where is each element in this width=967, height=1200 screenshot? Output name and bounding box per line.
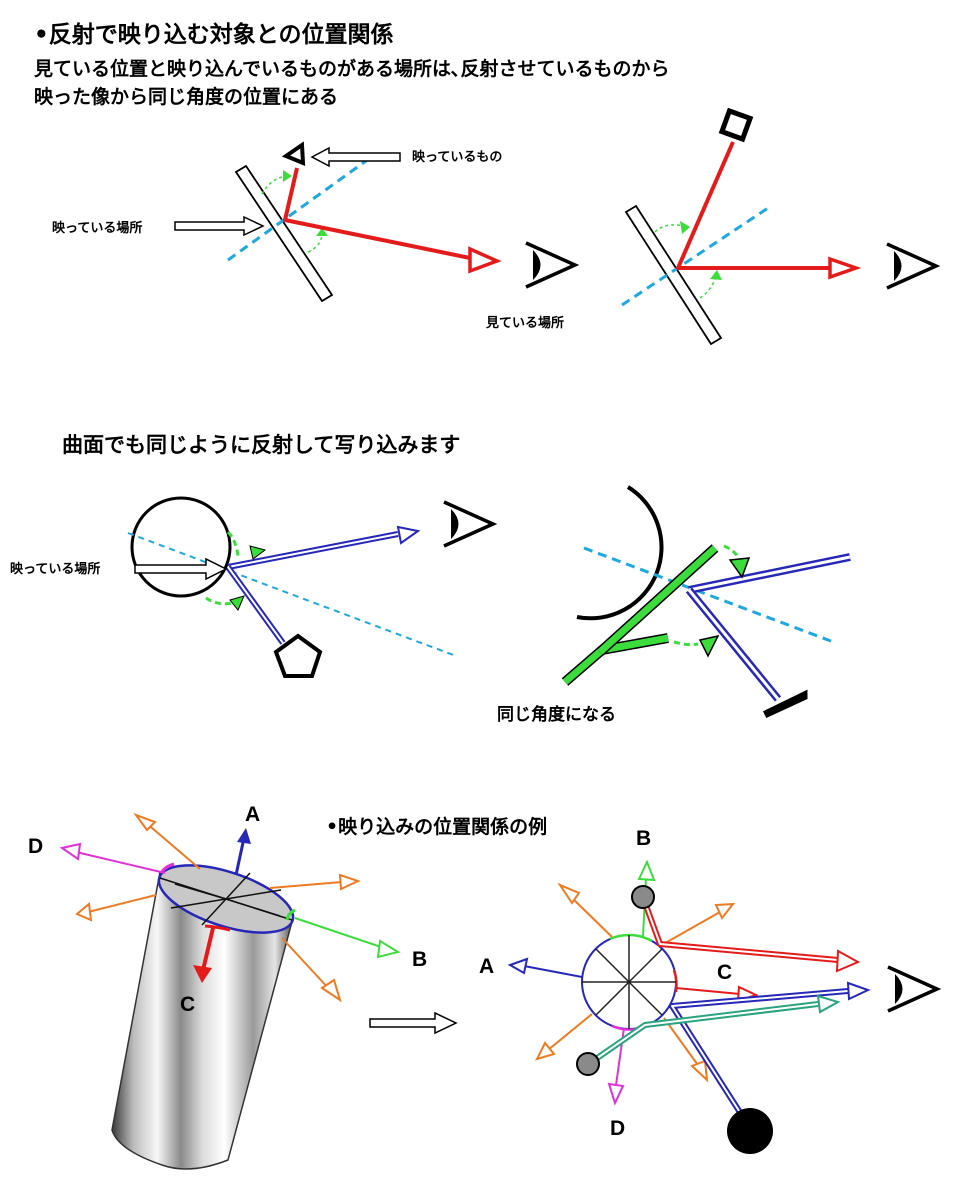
normal-line bbox=[127, 532, 457, 657]
arrow-a bbox=[237, 828, 251, 844]
label-d-top: D bbox=[610, 1117, 625, 1140]
label-b-cylinder: B bbox=[412, 948, 427, 971]
arrow-d-top bbox=[607, 1082, 625, 1106]
section3-title: •映り込みの位置関係の例 bbox=[326, 815, 547, 838]
label-a-cylinder: A bbox=[245, 803, 260, 826]
flat-mirror-figure-left: 映っているもの 映っている場所 見ている場所 bbox=[52, 141, 580, 331]
angle-marker bbox=[680, 221, 690, 234]
angle-arc-incident bbox=[226, 530, 240, 557]
square-object bbox=[718, 107, 754, 143]
angle-arc-reflected bbox=[673, 640, 699, 647]
orange-arrows bbox=[75, 812, 361, 1003]
page-title: •反射で映り込む対象との位置関係 bbox=[34, 21, 393, 48]
top-view-spokes bbox=[582, 935, 676, 1029]
double-arrow bbox=[310, 146, 401, 168]
angle-marker bbox=[316, 228, 328, 236]
label-b-top: B bbox=[636, 827, 651, 850]
pentagon-object bbox=[273, 633, 323, 678]
object-large bbox=[727, 1108, 773, 1154]
concave-mirror bbox=[576, 485, 664, 621]
eye-icon bbox=[887, 965, 942, 1013]
angle-arc-reflected bbox=[205, 596, 233, 606]
triangle-object bbox=[281, 141, 306, 167]
same-angle-indicator bbox=[597, 545, 718, 655]
label-c-cylinder: C bbox=[180, 993, 195, 1016]
eye-icon bbox=[525, 241, 580, 289]
eraser-object bbox=[762, 689, 808, 718]
arrow-c bbox=[193, 965, 212, 983]
concave-mirror-figure: 同じ角度になる bbox=[497, 485, 851, 725]
reflection-ray bbox=[676, 141, 830, 270]
double-arrow bbox=[174, 215, 265, 237]
reflection-ray bbox=[283, 167, 471, 260]
double-arrow bbox=[369, 1011, 458, 1035]
angle-marker bbox=[249, 545, 267, 560]
cylinder-top-spokes bbox=[159, 872, 293, 926]
eye-icon bbox=[886, 242, 941, 290]
angle-marker bbox=[728, 557, 751, 579]
label-same-angle: 同じ角度になる bbox=[497, 704, 616, 725]
object-b bbox=[631, 885, 655, 909]
flat-mirror-figure-right bbox=[621, 107, 941, 346]
arrow-a-top bbox=[507, 957, 529, 975]
angle-arc-incident bbox=[654, 224, 685, 233]
angle-arc-reflected bbox=[307, 231, 323, 253]
label-c-top: C bbox=[717, 961, 732, 984]
angle-marker bbox=[229, 595, 245, 611]
angle-marker bbox=[283, 170, 292, 182]
flat-mirror bbox=[624, 204, 723, 346]
angle-marker bbox=[710, 270, 722, 280]
arrow-b-top bbox=[637, 859, 656, 882]
section2-title: 曲面でも同じように反射して写り込みます bbox=[62, 433, 460, 457]
top-view-figure: A B C D bbox=[479, 827, 942, 1154]
arrow-d bbox=[59, 842, 82, 861]
ray-arrowhead bbox=[828, 256, 862, 280]
ray-arrowhead bbox=[396, 525, 421, 545]
label-reflection-point: 映っている場所 bbox=[52, 220, 142, 236]
label-a-top: A bbox=[479, 955, 494, 978]
explanation-line-1: 見ている位置と映り込んでいるものがある場所は､反射させているものから bbox=[34, 57, 670, 80]
ray-arrowhead bbox=[468, 246, 502, 274]
label-reflected-object: 映っているもの bbox=[412, 149, 502, 165]
cylinder-figure: A B C D bbox=[28, 803, 427, 1170]
label-reflection-point-2: 映っている場所 bbox=[10, 561, 100, 577]
label-viewer: 見ている場所 bbox=[485, 315, 564, 331]
sphere bbox=[130, 496, 232, 598]
sphere-figure: 映っている場所 bbox=[10, 496, 498, 678]
orange-arrows-top bbox=[535, 882, 736, 1083]
object-d bbox=[576, 1052, 600, 1076]
label-d-cylinder: D bbox=[28, 835, 43, 858]
explanation-line-2: 映った像から同じ角度の位置にある bbox=[34, 85, 338, 108]
metal-cylinder bbox=[111, 871, 294, 1170]
flat-mirror bbox=[234, 164, 334, 303]
angle-marker bbox=[698, 634, 720, 658]
eye-icon bbox=[443, 500, 498, 548]
arrow-b bbox=[376, 939, 401, 959]
double-arrow bbox=[134, 557, 228, 581]
